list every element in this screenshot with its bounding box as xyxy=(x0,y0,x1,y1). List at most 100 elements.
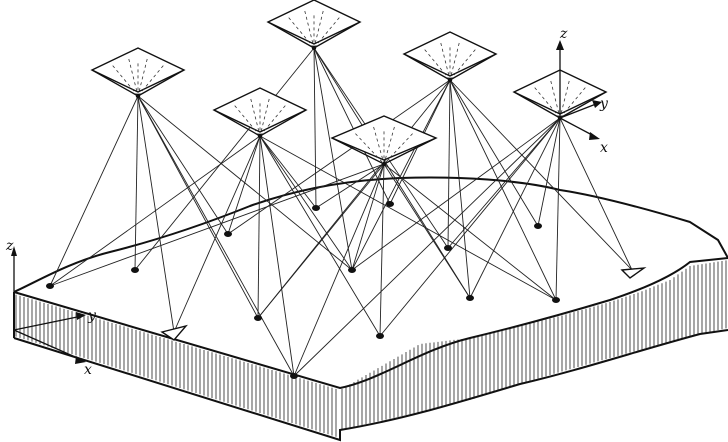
frame-cone-line xyxy=(259,109,307,137)
terrain-front-face xyxy=(14,258,728,440)
ground-point xyxy=(290,373,298,379)
ground-point xyxy=(466,295,474,301)
camera-x-arrow-icon xyxy=(589,132,600,140)
camera-ray xyxy=(313,47,391,205)
projection-line xyxy=(259,98,270,137)
frame-cone-line xyxy=(559,91,607,119)
perspective-centre xyxy=(257,133,263,139)
projection-line xyxy=(559,87,586,119)
terrain-front-bottom xyxy=(13,329,728,442)
ground-point xyxy=(444,245,452,251)
projection-line xyxy=(304,10,315,49)
perspective-centre xyxy=(311,45,317,51)
camera-axes: z y x xyxy=(556,26,609,156)
camera-station xyxy=(402,31,498,83)
perspective-centre xyxy=(447,77,453,83)
camera-y-label: y xyxy=(599,96,609,112)
camera-ray xyxy=(351,117,561,271)
ground-y-arrow-icon xyxy=(76,312,86,320)
ground-point xyxy=(386,201,394,207)
ground-point xyxy=(348,267,356,273)
projection-line xyxy=(313,17,340,49)
projection-line xyxy=(383,133,413,165)
camera-rays xyxy=(49,47,633,377)
frame-cone-line xyxy=(137,69,185,97)
frame-cone-line xyxy=(331,137,385,165)
projection-line xyxy=(137,65,164,97)
camera-y-axis xyxy=(559,103,597,119)
projection-line xyxy=(259,105,286,137)
ground-point xyxy=(534,223,542,229)
camera-ray xyxy=(137,95,175,333)
camera-ray xyxy=(315,163,385,209)
camera-ray xyxy=(259,135,353,271)
ground-target-marker xyxy=(160,324,188,341)
projection-line xyxy=(449,49,476,81)
ground-point xyxy=(552,297,560,303)
terrain-side-hatching xyxy=(15,260,727,437)
projection-line xyxy=(234,105,261,137)
camera-ray xyxy=(293,117,561,377)
projection-line xyxy=(550,80,561,119)
camera-ray xyxy=(293,163,385,377)
camera-ray xyxy=(351,163,385,271)
ground-x-arrow-icon xyxy=(75,356,86,364)
projection-line xyxy=(137,58,148,97)
projection-line xyxy=(373,126,385,165)
camera-ray xyxy=(469,117,561,299)
camera-z-label: z xyxy=(559,26,568,42)
ground-z-label: z xyxy=(5,238,14,254)
camera-ray xyxy=(449,79,471,299)
camera-station xyxy=(266,0,362,51)
camera-ray xyxy=(383,163,471,299)
camera-ray xyxy=(449,79,539,227)
frame-cone-line xyxy=(513,91,561,119)
frame-cone-line xyxy=(383,137,437,165)
camera-ray xyxy=(257,79,451,319)
ground-axes: z y x xyxy=(5,238,97,378)
projection-line xyxy=(383,126,395,165)
projection-line xyxy=(440,42,451,81)
projection-line xyxy=(313,10,324,49)
camera-ray xyxy=(351,79,451,271)
ground-z-arrow-icon xyxy=(11,246,17,256)
camera-ray xyxy=(379,117,561,337)
camera-ray xyxy=(227,135,261,235)
projection-line xyxy=(559,80,570,119)
frame-cone-line xyxy=(313,21,361,49)
camera-y-arrow-icon xyxy=(592,100,602,108)
projection-line xyxy=(128,58,139,97)
perspective-centre xyxy=(381,161,387,167)
camera-station xyxy=(330,115,438,167)
camera-ray xyxy=(259,135,295,377)
ground-point xyxy=(254,315,262,321)
ground-points xyxy=(46,201,560,379)
ground-point xyxy=(312,205,320,211)
projection-line xyxy=(288,17,315,49)
camera-ray xyxy=(49,95,139,287)
camera-ray xyxy=(259,135,317,209)
camera-ray xyxy=(134,47,315,271)
frame-cone-line xyxy=(213,109,261,137)
camera-ray xyxy=(447,117,561,249)
ground-point xyxy=(46,283,54,289)
camera-ray xyxy=(259,135,381,337)
ground-target-marker xyxy=(620,267,647,279)
camera-x-label: x xyxy=(600,140,608,156)
camera-ray xyxy=(137,95,229,235)
camera-ray xyxy=(137,95,259,319)
camera-station xyxy=(90,47,186,99)
ground-point xyxy=(224,231,232,237)
ground-targets xyxy=(160,267,647,341)
terrain-block xyxy=(13,176,728,442)
camera-ray xyxy=(313,47,317,209)
camera-ray xyxy=(259,135,557,301)
projection-line xyxy=(449,42,460,81)
camera-station xyxy=(212,87,308,139)
camera-ray xyxy=(537,117,561,227)
frame-cone-line xyxy=(449,53,497,81)
ground-point xyxy=(376,333,384,339)
camera-ray xyxy=(449,79,633,271)
projection-line xyxy=(355,133,385,165)
